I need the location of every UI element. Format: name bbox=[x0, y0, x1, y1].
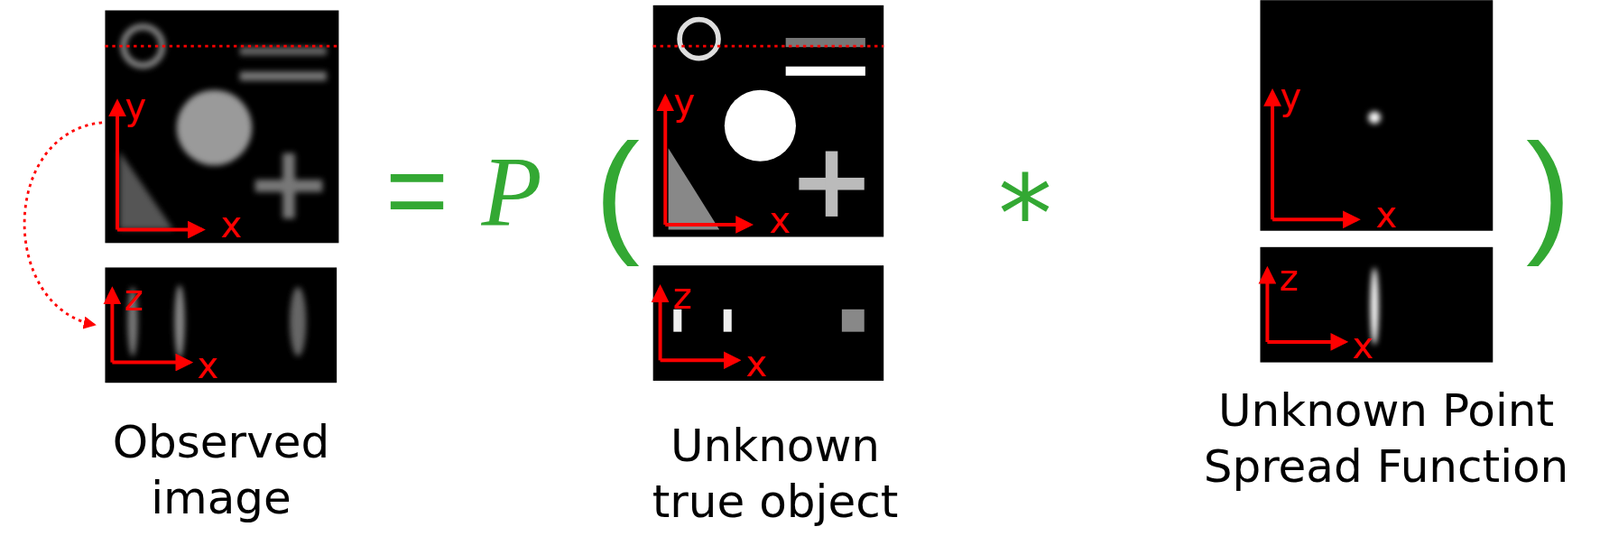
axis-label: x bbox=[220, 206, 242, 243]
axis-label: x bbox=[1375, 196, 1397, 233]
axis-label: x bbox=[1351, 327, 1374, 364]
axis-label: y bbox=[124, 88, 147, 125]
equals-sign: = bbox=[385, 135, 449, 244]
projection-operator: P bbox=[480, 141, 542, 241]
axis-label: x bbox=[196, 347, 219, 384]
axis-label: z bbox=[673, 277, 693, 315]
panel-caption: Observed image bbox=[81, 414, 361, 527]
close-parenthesis: ) bbox=[1526, 123, 1572, 259]
axis-label: x bbox=[745, 345, 768, 382]
convolution-symbol: * bbox=[998, 160, 1053, 269]
open-parenthesis: ( bbox=[594, 123, 640, 259]
axis-label: z bbox=[1279, 259, 1299, 296]
axis-label: y bbox=[1279, 78, 1302, 115]
axis-label: y bbox=[673, 83, 695, 121]
panel-caption: Unknown Point Spread Function bbox=[1183, 382, 1590, 495]
axis-label: x bbox=[768, 202, 791, 239]
panel-caption: Unknown true object bbox=[630, 417, 920, 530]
axis-label: z bbox=[124, 279, 144, 316]
